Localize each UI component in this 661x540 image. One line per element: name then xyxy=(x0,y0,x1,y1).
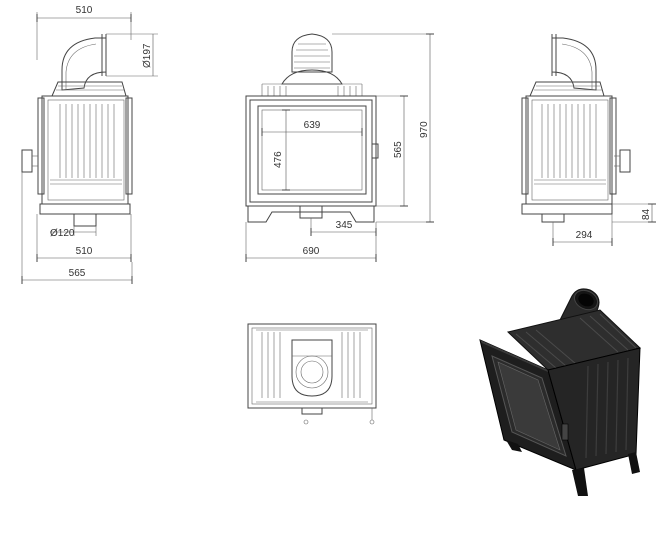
dim-inlet-diameter: Ø120 xyxy=(50,228,75,239)
front-view: 639 476 345 690 565 970 xyxy=(245,33,434,262)
dim-glass-height: 476 xyxy=(273,151,284,168)
dim-flue-diameter: Ø197 xyxy=(142,43,153,68)
top-view xyxy=(247,323,377,425)
dim-top-510: 510 xyxy=(76,5,93,16)
dim-depth: 294 xyxy=(576,230,593,241)
dim-bottom-510: 510 xyxy=(76,246,93,257)
dim-overall-width: 690 xyxy=(303,246,320,257)
dim-overall-565: 565 xyxy=(69,268,86,279)
dim-leg-height: 84 xyxy=(641,208,652,220)
right-side-view: 84 294 xyxy=(521,34,656,246)
dim-glass-width: 639 xyxy=(304,120,321,131)
dim-body-height: 565 xyxy=(393,141,404,158)
left-side-view: 510 Ø197 xyxy=(21,5,158,284)
dim-overall-height: 970 xyxy=(419,121,430,138)
fireplace-render xyxy=(479,288,642,496)
dim-inlet-offset: 345 xyxy=(336,220,353,231)
